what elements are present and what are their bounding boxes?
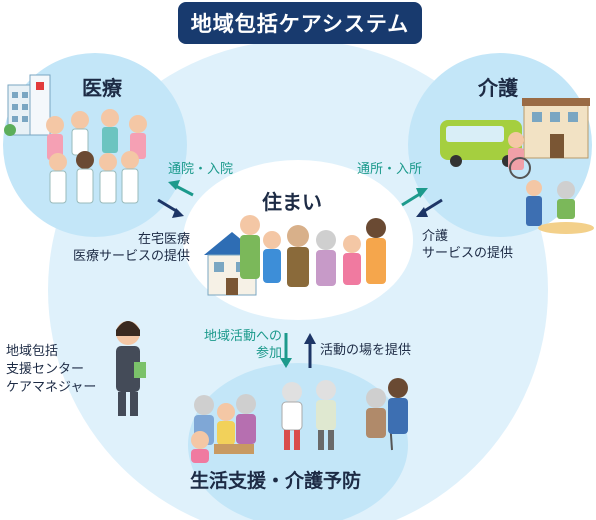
from-care-arrow-icon xyxy=(416,198,443,217)
medical-staff-illustration xyxy=(46,109,147,204)
care-label: 介護 xyxy=(478,76,518,100)
care-facility-illustration xyxy=(522,98,590,159)
prevention-group-illustration xyxy=(191,378,408,463)
to-medical-arrow-icon xyxy=(168,180,194,197)
to-care-label: 通所・入所 xyxy=(357,162,423,177)
to-medical-label: 通院・入院 xyxy=(168,162,234,177)
care-service-label: サービスの提供 xyxy=(422,246,514,261)
support-center-line1: 地域包括 xyxy=(6,344,59,359)
caregiver-illustration xyxy=(508,132,594,234)
community-activity-label: 地域活動への xyxy=(203,329,282,344)
hospital-illustration xyxy=(4,74,51,136)
prevention-label: 生活支援・介護予防 xyxy=(190,470,362,492)
to-community-arrow-icon xyxy=(280,333,292,368)
care-label-small: 介護 xyxy=(422,229,449,244)
housing-label: 住まい xyxy=(262,190,322,214)
to-care-arrow-icon xyxy=(401,188,428,207)
activity-place-label: 活動の場を提供 xyxy=(320,343,412,358)
from-medical-arrow-icon xyxy=(157,198,184,218)
support-center-line2: 支援センター xyxy=(6,362,85,377)
participation-label: 参加 xyxy=(255,346,282,361)
care-manager-illustration xyxy=(116,321,146,416)
medical-service-label: 医療サービスの提供 xyxy=(72,249,190,264)
diagram-title: 地域包括ケアシステム xyxy=(178,2,422,44)
family-illustration xyxy=(204,215,386,296)
from-community-arrow-icon xyxy=(304,333,316,368)
home-medical-label: 在宅医療 xyxy=(137,232,190,247)
medical-label: 医療 xyxy=(82,76,122,100)
care-manager-label: ケアマネジャー xyxy=(6,380,97,395)
